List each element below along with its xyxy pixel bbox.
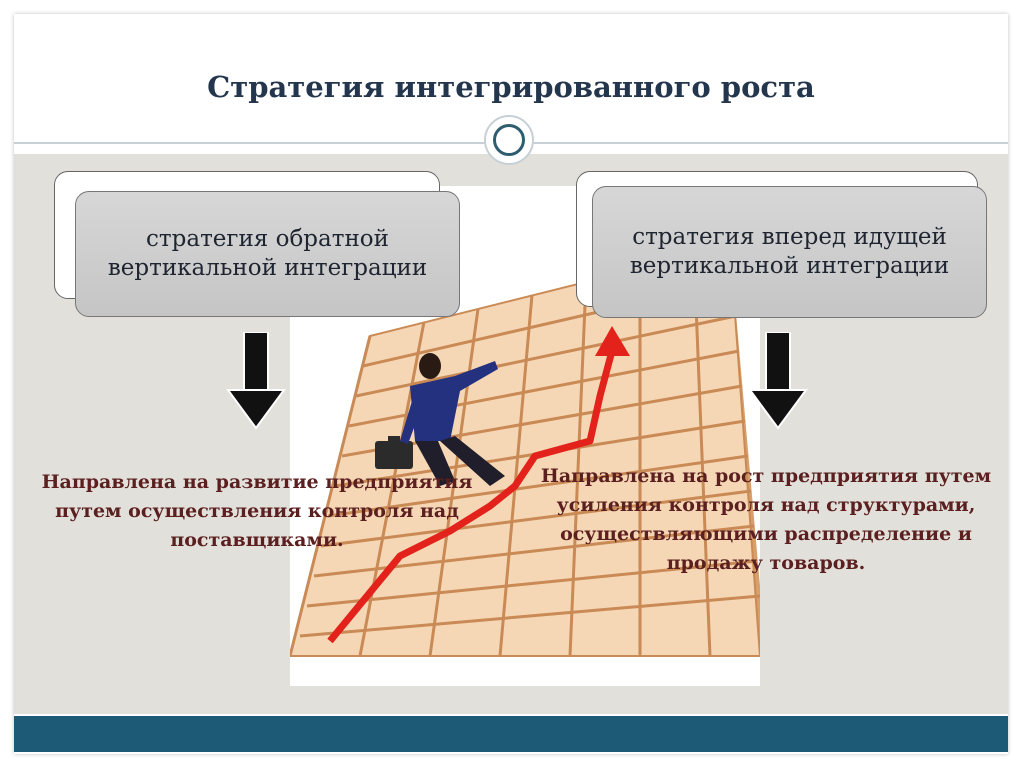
left-strategy-label: стратегия обратной вертикальной интеграц…	[86, 225, 449, 283]
right-description: Направлена на рост предприятия путем уси…	[524, 462, 1008, 578]
slide-title: Стратегия интегрированного роста	[14, 70, 1008, 104]
footer-bar	[14, 716, 1008, 752]
left-description: Направлена на развитие предприятия путем…	[14, 468, 502, 555]
circle-ornament-icon	[484, 115, 534, 165]
slide: Стратегия интегрированного роста	[14, 14, 1008, 754]
left-down-arrow-icon	[226, 332, 286, 430]
right-strategy-label: стратегия вперед идущей вертикальной инт…	[603, 223, 976, 281]
right-strategy-box: стратегия вперед идущей вертикальной инт…	[592, 186, 987, 318]
left-strategy-box: стратегия обратной вертикальной интеграц…	[75, 191, 460, 317]
right-down-arrow-icon	[748, 332, 808, 430]
